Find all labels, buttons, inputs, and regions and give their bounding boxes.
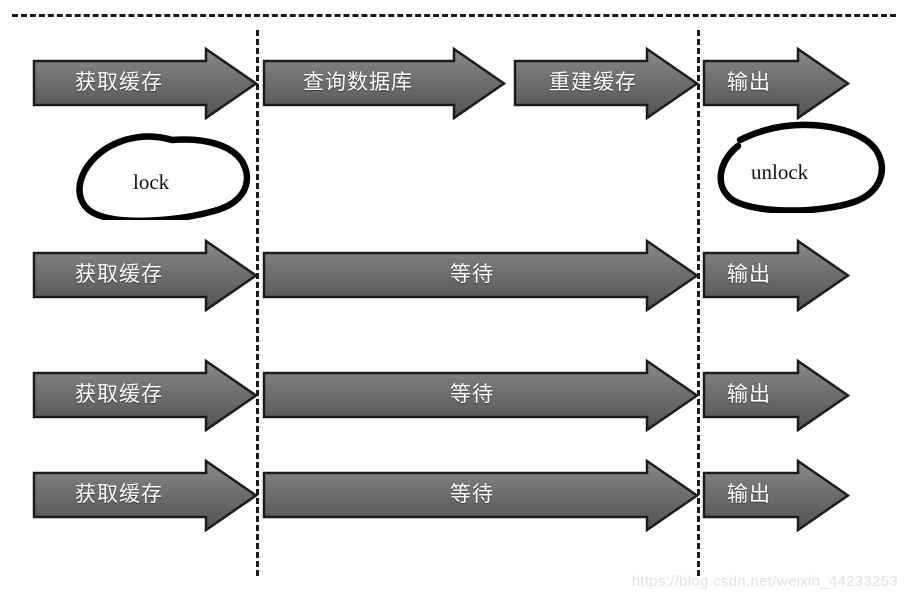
arrow-output-row3: [702, 358, 851, 433]
lock-scribble: [68, 125, 253, 220]
arrow-output-row2: [702, 238, 851, 313]
arrow-output-row1: [702, 46, 851, 121]
arrow-rebuild-cache-row1: [513, 46, 700, 121]
arrow-get-cache-row1: [32, 46, 259, 121]
unlock-annotation-label: unlock: [751, 160, 809, 184]
arrow-wait-row4: [262, 458, 700, 533]
arrow-get-cache-row3: [32, 358, 259, 433]
lock-annotation-label: lock: [133, 170, 170, 194]
arrow-query-db-row1: [262, 46, 507, 121]
arrow-wait-row3: [262, 358, 700, 433]
lock-release-divider: [697, 30, 700, 576]
arrow-wait-row2: [262, 238, 700, 313]
watermark: https://blog.csdn.net/weixin_44233253: [631, 573, 898, 590]
arrow-output-row4: [702, 458, 851, 533]
lock-acquire-divider: [256, 30, 259, 576]
top-dashed-divider: [12, 14, 896, 17]
arrow-get-cache-row4: [32, 458, 259, 533]
arrow-get-cache-row2: [32, 238, 259, 313]
unlock-scribble: [710, 118, 890, 213]
